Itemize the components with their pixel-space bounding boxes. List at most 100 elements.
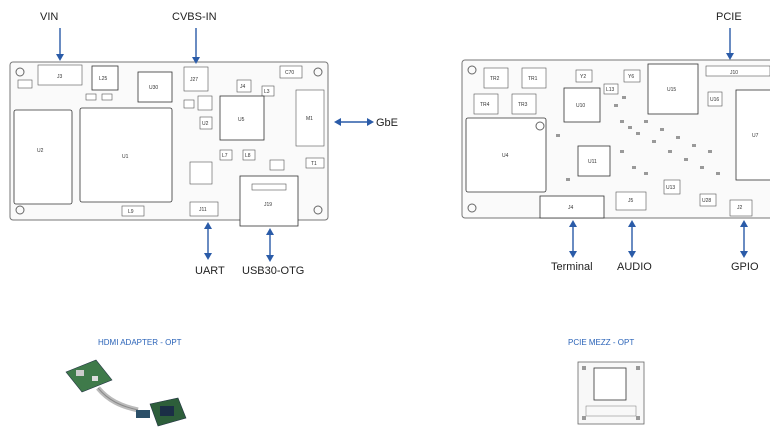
j2-gpio-header — [729, 199, 753, 217]
mounting-hole — [313, 205, 323, 215]
ref-u4: U4 — [502, 153, 509, 159]
mounting-hole — [15, 67, 25, 77]
ref-u28: U28 — [702, 198, 711, 204]
ref-j19: J19 — [264, 202, 272, 208]
l7-inductor — [219, 149, 233, 161]
arrow-left-icon — [334, 118, 341, 126]
uart-label: UART — [195, 265, 225, 277]
smd-cluster — [189, 161, 213, 185]
u13-chip — [663, 179, 681, 195]
arrow-down-icon — [740, 251, 748, 258]
terminal-callout: Terminal — [551, 220, 593, 273]
arrow-down-icon — [192, 57, 200, 64]
vin-callout: VIN — [40, 11, 64, 61]
j19-usb-connector — [239, 175, 299, 227]
u28-chip — [699, 193, 717, 207]
u2-part — [199, 116, 213, 130]
l25-inductor — [91, 65, 119, 91]
mounting-hole — [467, 203, 477, 213]
ref-u15: U15 — [667, 87, 676, 93]
ref-l7: L7 — [222, 153, 228, 159]
smd-field — [556, 96, 720, 181]
arrow-up-icon — [740, 220, 748, 227]
ref-j2: J2 — [737, 205, 743, 211]
pcie-callout: PCIE — [716, 11, 742, 60]
l13-inductor — [603, 83, 619, 95]
ref-j3: J3 — [57, 74, 63, 80]
arrow-down-icon — [569, 251, 577, 258]
mounting-hole — [313, 67, 323, 77]
ref-tr2: TR2 — [490, 76, 500, 82]
smd-part — [17, 79, 33, 89]
ref-c70: C70 — [285, 70, 294, 76]
tr4-transformer — [473, 93, 499, 115]
usb30-otg-callout: USB30-OTG — [242, 228, 304, 277]
t1-part — [305, 157, 325, 169]
hdmi-adapter-image — [65, 359, 187, 427]
cvbs-in-callout: CVBS-IN — [172, 11, 217, 64]
l9-inductor — [121, 205, 145, 217]
ref-j27: J27 — [190, 77, 198, 83]
ref-tr3: TR3 — [518, 102, 528, 108]
ref-j4: J4 — [240, 84, 246, 90]
u1-processor — [79, 107, 173, 203]
u30-chip — [137, 71, 173, 103]
ref-l3: L3 — [264, 89, 270, 95]
pcie-mezz-label: PCIE MEZZ - OPT — [568, 338, 634, 347]
u5-chip — [219, 95, 265, 141]
pcie-mezz-image — [577, 361, 645, 425]
terminal-label: Terminal — [551, 261, 593, 273]
j11-header — [189, 201, 219, 217]
ref-l9: L9 — [128, 209, 134, 215]
ref-u30: U30 — [149, 85, 158, 91]
audio-label: AUDIO — [617, 261, 652, 273]
smd-part — [101, 93, 113, 101]
c70-capacitor — [279, 65, 303, 79]
ref-y2: Y2 — [580, 74, 586, 80]
arrow-up-icon — [266, 228, 274, 235]
ref-u7: U7 — [752, 133, 759, 139]
ref-u5: U5 — [238, 117, 245, 123]
ref-t1: T1 — [311, 161, 317, 167]
ref-u2-large: U2 — [37, 148, 44, 154]
j4-terminal-connector — [539, 195, 605, 219]
ref-j11: J11 — [199, 207, 207, 213]
gpio-callout: GPIO — [731, 220, 759, 273]
gbe-callout: GbE — [334, 117, 398, 129]
left-board: J3 L25 U30 J27 C70 J4 L3 U2 U2 U1 U5 M1 — [9, 61, 329, 227]
u15-chip — [647, 63, 699, 115]
hdmi-adapter-label: HDMI ADAPTER - OPT — [98, 338, 182, 347]
ref-u11: U11 — [588, 159, 597, 165]
j27-connector — [183, 66, 209, 92]
gpio-label: GPIO — [731, 261, 759, 273]
u16-chip — [707, 91, 723, 107]
u11-chip — [577, 145, 611, 177]
j5-audio-connector — [615, 191, 647, 211]
vin-label: VIN — [40, 11, 58, 23]
tr3-transformer — [511, 93, 537, 115]
tr1-transformer — [521, 67, 547, 89]
j10-pcie-connector — [705, 65, 770, 77]
ref-j10: J10 — [730, 70, 738, 76]
y2-crystal — [575, 69, 593, 83]
ref-u1: U1 — [122, 154, 129, 160]
u4-module — [465, 117, 547, 193]
u10-chip — [563, 87, 601, 123]
arrow-up-icon — [204, 222, 212, 229]
ref-y6: Y6 — [628, 74, 634, 80]
ref-j5: J5 — [628, 198, 634, 204]
arrow-down-icon — [726, 53, 734, 60]
j19-port — [251, 183, 287, 191]
y6-crystal — [623, 69, 641, 83]
ref-tr4: TR4 — [480, 102, 490, 108]
arrow-up-icon — [628, 220, 636, 227]
j4-part — [236, 79, 252, 93]
usb30-otg-label: USB30-OTG — [242, 265, 304, 277]
smd-part — [269, 159, 285, 171]
l3-part — [261, 85, 275, 97]
mounting-hole — [535, 121, 545, 131]
mounting-hole — [467, 65, 477, 75]
arrow-down-icon — [56, 54, 64, 61]
smd-part — [85, 93, 97, 101]
